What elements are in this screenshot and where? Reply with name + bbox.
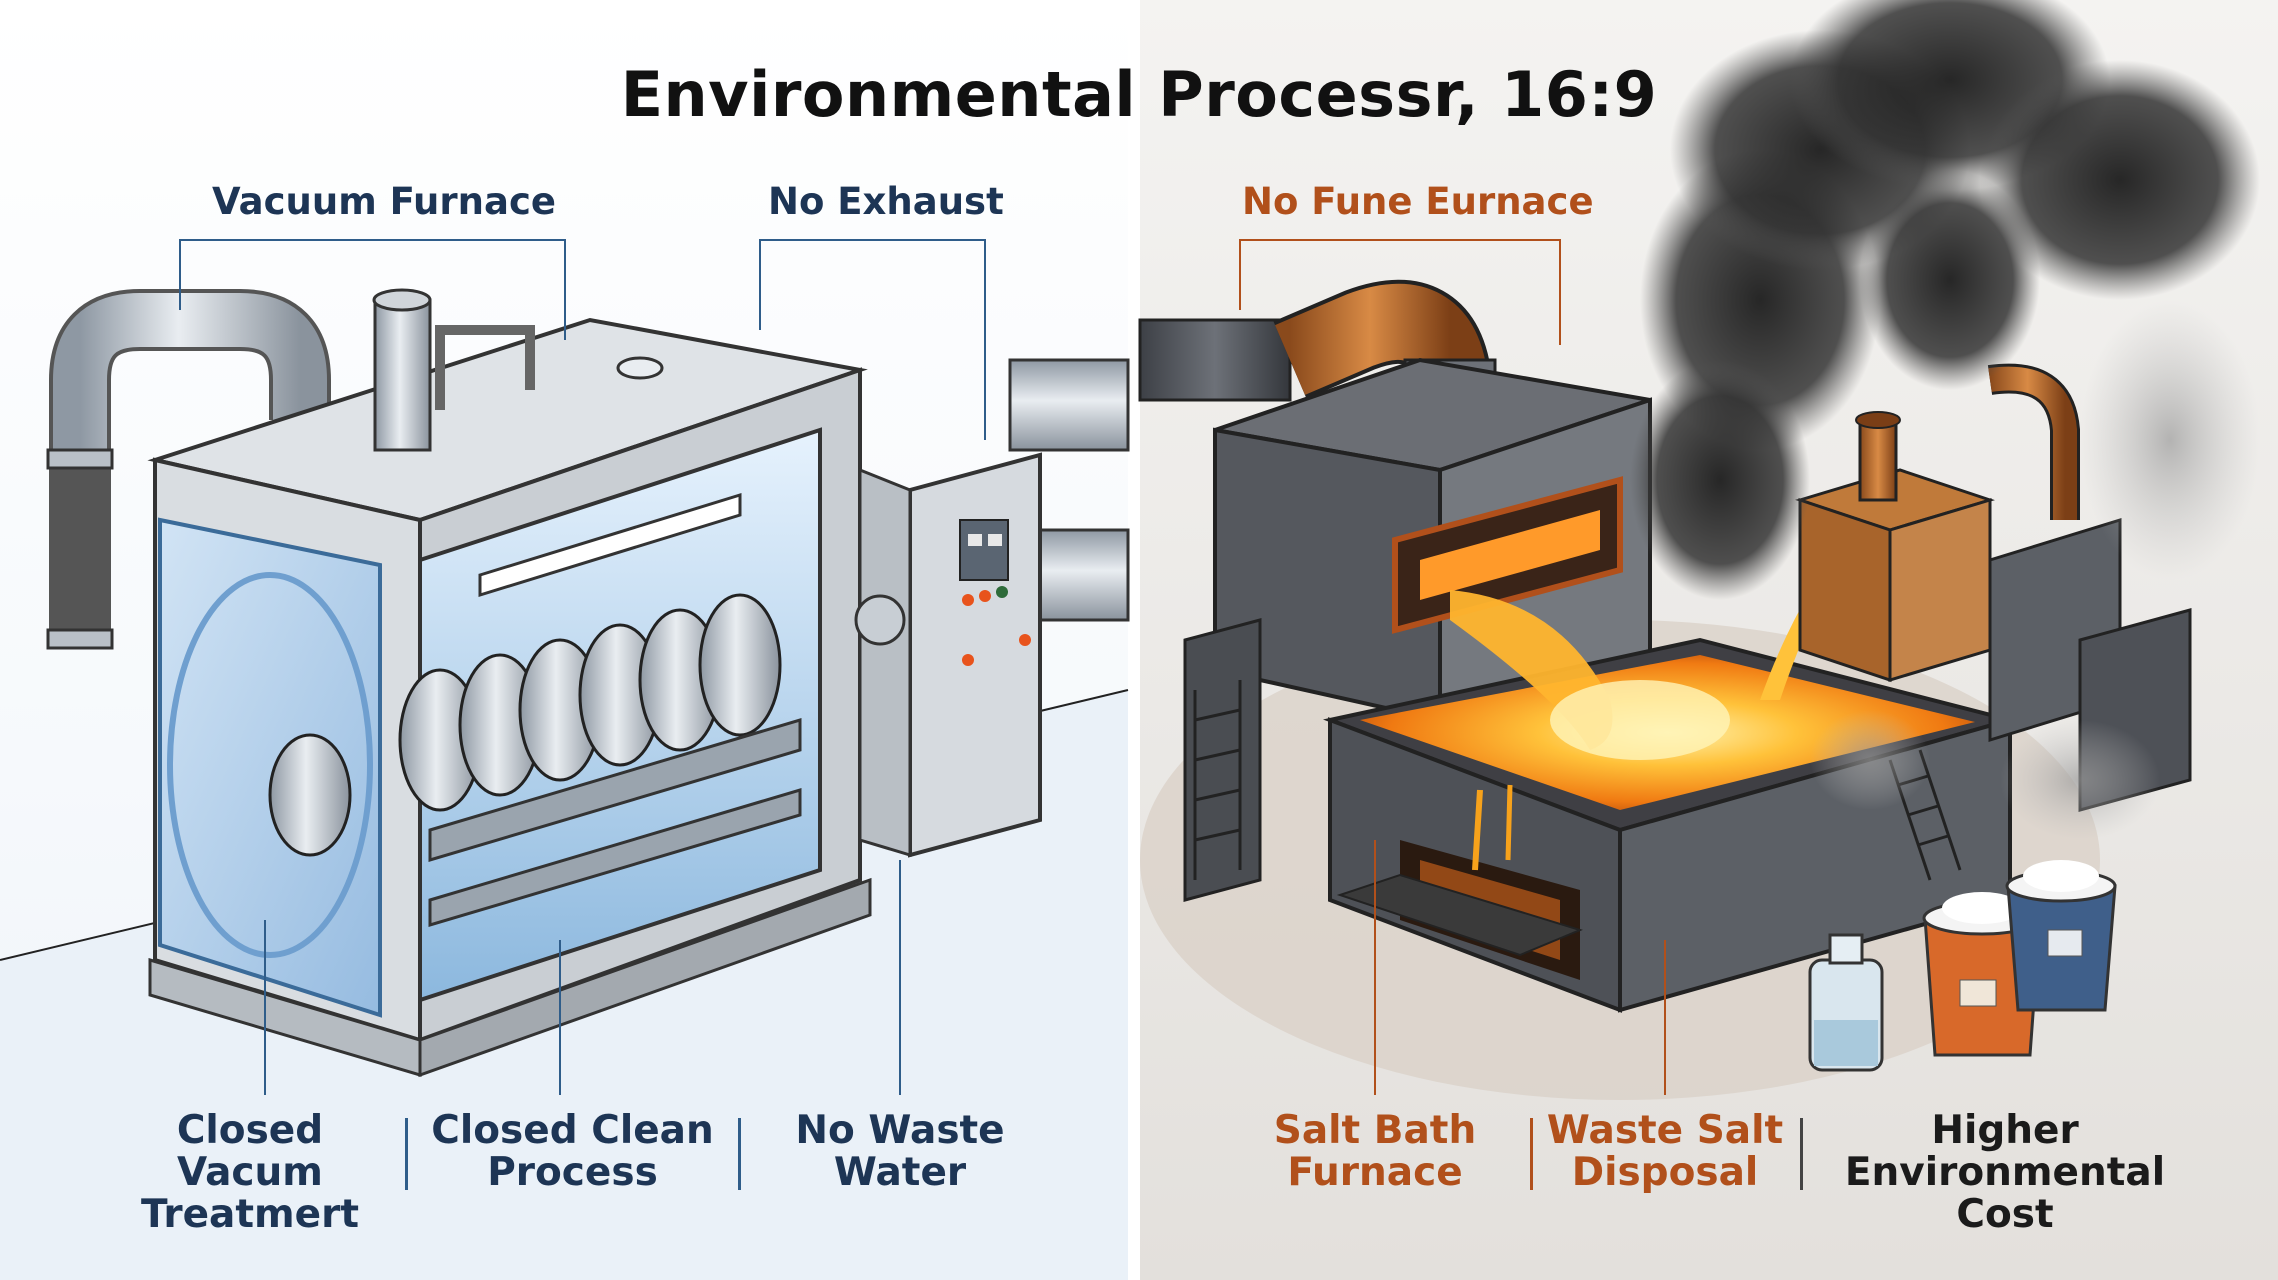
molten-salt-bath xyxy=(1322,575,2018,1013)
caption-no-waste-water: No Waste Water xyxy=(770,1110,1030,1194)
caption-line: Disposal xyxy=(1571,1150,1759,1195)
control-cabinet xyxy=(854,452,1042,858)
caption-line: Salt Bath xyxy=(1273,1108,1477,1153)
page-title: Environmental Processr, 16:9 xyxy=(620,58,1658,131)
caption-line: Process xyxy=(487,1150,658,1195)
inlet-pipe xyxy=(46,289,331,650)
caption-line: Waste Salt xyxy=(1546,1108,1784,1153)
caption-line: Closed Clean xyxy=(431,1108,714,1153)
caption-waste-salt-disposal: Waste Salt Disposal xyxy=(1545,1110,1785,1194)
caption-closed-vacum-treatmert: Closed Vacum Treatmert xyxy=(100,1110,400,1236)
caption-line: Higher xyxy=(1931,1108,2079,1153)
caption-separator xyxy=(405,1118,408,1190)
caption-higher-environmental-cost: Higher Environmental Cost xyxy=(1815,1110,2195,1236)
caption-line: Treatmert xyxy=(141,1192,359,1237)
workpiece-rollers xyxy=(268,593,782,857)
caption-salt-bath-furnace: Salt Bath Furnace xyxy=(1260,1110,1490,1194)
panel-divider xyxy=(1128,0,1140,1280)
caption-line: No Waste xyxy=(795,1108,1005,1153)
salt-bucket-orange xyxy=(1922,892,2042,1057)
caption-separator xyxy=(1530,1118,1533,1190)
caption-line: Water xyxy=(833,1150,967,1195)
caption-separator xyxy=(1800,1118,1803,1190)
caption-line: Furnace xyxy=(1287,1150,1463,1195)
chemical-bottle xyxy=(1808,933,1884,1072)
left-leader-lines xyxy=(179,239,986,1095)
caption-closed-clean-process: Closed Clean Process xyxy=(430,1110,715,1194)
caption-line: Environmental Cost xyxy=(1844,1150,2166,1237)
secondary-tower xyxy=(1795,363,2192,881)
vacuum-furnace-body xyxy=(147,288,872,1078)
label-no-exhaust: No Exhaust xyxy=(768,180,1004,223)
label-vacuum-furnace: Vacuum Furnace xyxy=(212,180,556,223)
label-no-fune-eurnace: No Fune Eurnace xyxy=(1242,180,1594,223)
caption-line: Closed Vacum xyxy=(176,1108,324,1195)
right-leader-lines xyxy=(1239,239,1666,1095)
salt-bucket-blue xyxy=(2005,860,2117,1012)
smoke-plume xyxy=(1630,0,2260,840)
caption-separator xyxy=(738,1118,741,1190)
